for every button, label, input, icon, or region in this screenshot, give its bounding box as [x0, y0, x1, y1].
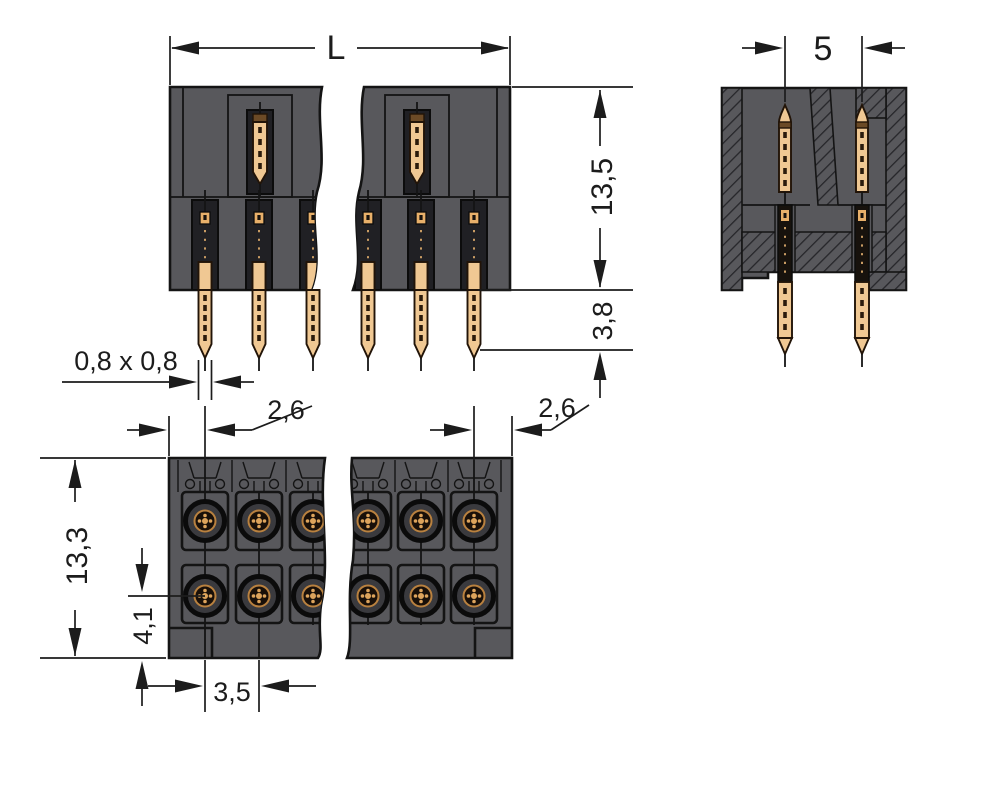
bottom-view-right-half-details [347, 460, 512, 658]
bottom-view-left-half-details [169, 460, 325, 658]
dim-label-row-offset: 4,1 [128, 607, 158, 645]
dim-label-depth: 13,3 [61, 527, 94, 585]
front-view [168, 85, 512, 372]
dim-label-right-margin: 2,6 [538, 393, 576, 423]
bottom-view [167, 456, 514, 660]
dim-label-left-margin: 2,6 [267, 395, 305, 425]
dimension-housing-height: 13,5 [478, 86, 633, 291]
dim-label-height: 13,5 [586, 158, 619, 216]
side-view-section [720, 86, 908, 368]
dim-label-length: L [327, 29, 346, 67]
dimension-row-spacing: 5 [742, 30, 905, 102]
dim-label-row-spacing: 5 [814, 30, 833, 68]
dim-label-pin-cross-section: 0,8 x 0,8 [74, 346, 178, 376]
dim-label-pin-protrusion: 3,8 [587, 302, 618, 341]
dimension-right-margin: 2,6 [430, 393, 590, 460]
dim-label-pitch: 3,5 [213, 677, 251, 707]
front-view-solder-pins [197, 289, 482, 372]
dimension-pin-pitch: 3,5 [148, 660, 316, 712]
dimension-overall-length: L [169, 29, 511, 85]
dimension-row-offset: 4,1 [128, 548, 205, 706]
dimension-left-margin: 2,6 [127, 395, 313, 460]
dimension-housing-depth: 13,3 [40, 457, 166, 659]
dimension-pin-cross-section: 0,8 x 0,8 [62, 346, 254, 400]
dimension-pin-protrusion: 3,8 [480, 302, 633, 398]
